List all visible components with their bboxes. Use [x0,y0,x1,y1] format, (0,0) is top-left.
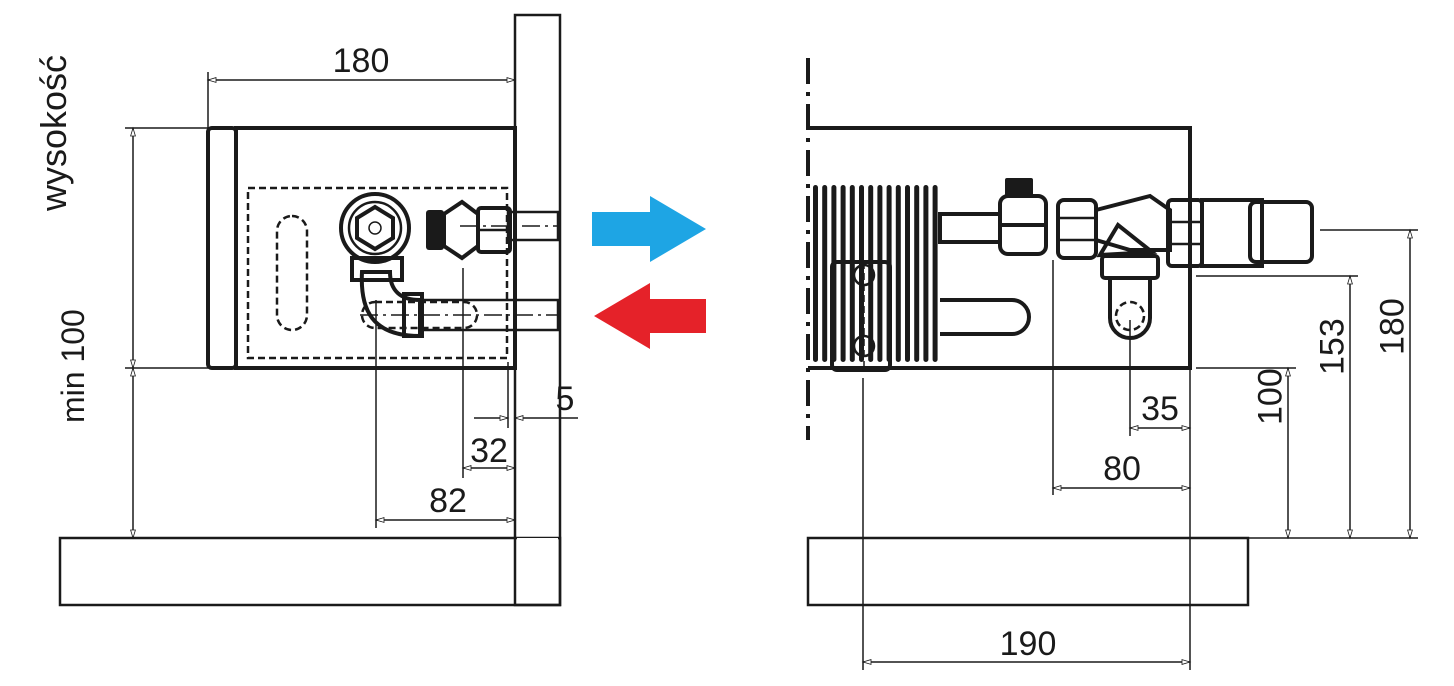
dim-180-right: 180 [1374,298,1412,355]
convector-housing [206,126,517,370]
fin [813,185,818,362]
dim-floor-clearance: min 100 [55,309,91,423]
supply-pipe [938,212,1031,336]
fin [923,185,929,362]
dim-35: 35 [1141,390,1179,428]
convector-housing-front [808,126,1192,370]
slot [275,214,309,332]
dim-5: 5 [556,380,575,418]
left-dimensions: 180 wysokość min 100 82 32 5 [33,42,578,540]
front-panel [206,126,238,370]
right-front-view: 190 35 80 100 153 180 [806,58,1418,670]
return-flow-arrow [594,283,706,349]
fin [849,185,855,362]
dim-82: 82 [429,482,467,520]
fin [905,185,910,362]
floor-hatch [58,536,562,607]
pipe-collector [830,260,892,372]
fin [859,185,864,362]
valve-assembly-front [998,178,1314,340]
fin [932,185,938,362]
left-side-view: 180 wysokość min 100 82 32 5 [33,13,578,607]
fin [840,185,846,362]
dim-height-label: wysokość [33,55,74,212]
fin [877,185,883,362]
supply-flow-arrow [592,196,706,262]
wall-hatch [513,13,562,607]
fin [822,185,828,362]
right-dimensions: 190 35 80 100 153 180 [861,228,1418,670]
dim-100: 100 [1252,368,1290,425]
fin [868,185,874,362]
dim-190: 190 [1000,625,1057,663]
floor-hatch-right [806,536,1250,607]
valve-assembly [339,192,512,339]
heat-exchanger-outline [246,186,509,360]
dim-153: 153 [1314,318,1352,375]
fin [914,185,920,362]
dim-width-180: 180 [333,42,390,80]
dim-80: 80 [1103,450,1141,488]
dim-32: 32 [470,432,508,470]
fin [895,185,901,362]
